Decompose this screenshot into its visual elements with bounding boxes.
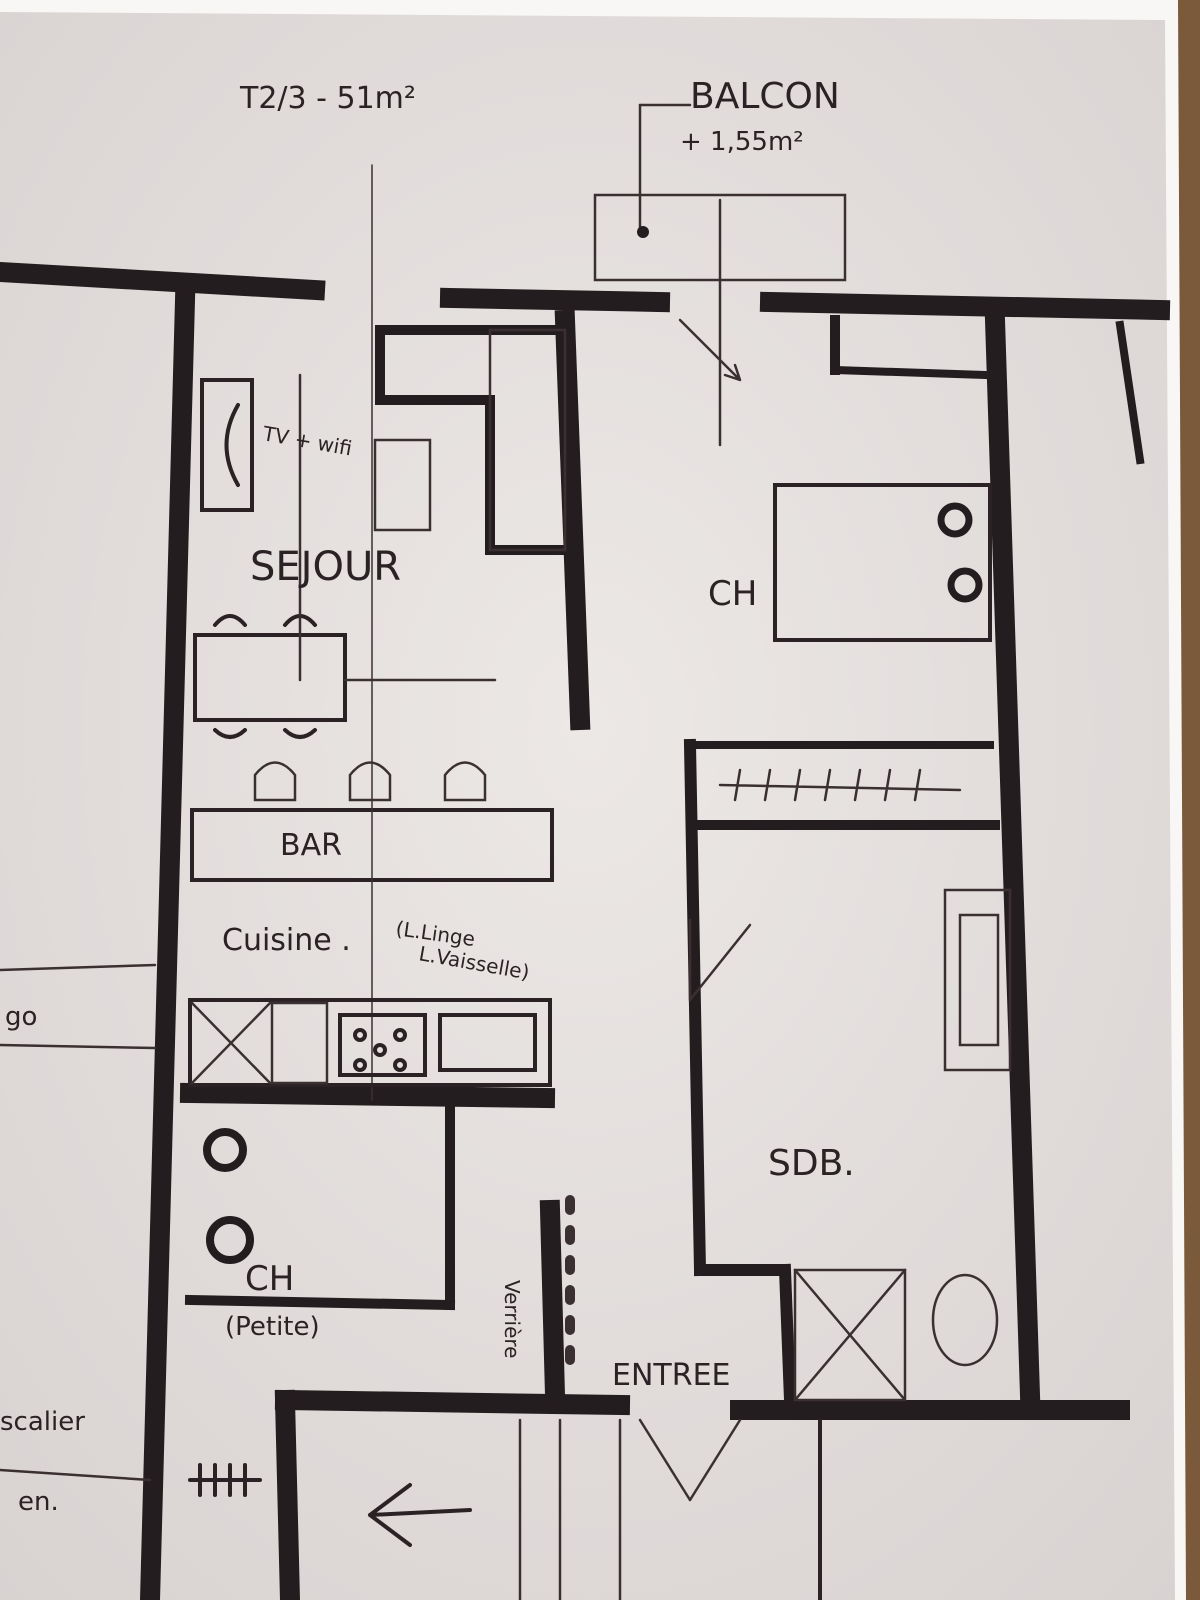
plan-title: T2/3 - 51m² <box>239 81 416 116</box>
kitchen-label: Cuisine . <box>222 923 351 958</box>
bathroom-door <box>688 918 752 1002</box>
tv-icon <box>224 403 240 487</box>
arrow-icon <box>368 1483 472 1547</box>
walls <box>0 261 1171 1600</box>
table-edge <box>1178 0 1200 1600</box>
small-bedroom-label: CH <box>245 1259 294 1299</box>
coffee-table <box>373 438 432 532</box>
kitchen-counter <box>188 998 552 1087</box>
dishwasher <box>270 1001 329 1085</box>
bedroom-label: CH <box>708 574 757 614</box>
bathtub <box>943 888 1012 1072</box>
shower <box>793 1268 907 1402</box>
entrance-label: ENTREE <box>612 1358 730 1393</box>
bar-label: BAR <box>280 828 342 863</box>
glass-wall-label: Verrière <box>500 1280 524 1358</box>
small-bed-pillow <box>203 1128 247 1172</box>
balcony-label: BALCON <box>690 76 840 117</box>
left-note: go <box>5 1002 37 1032</box>
dining-table <box>193 633 347 722</box>
small-bedroom-note: (Petite) <box>225 1312 320 1342</box>
bathroom-label: SDB. <box>768 1143 855 1184</box>
balcony-door <box>678 318 742 382</box>
stairs-label: scalier <box>0 1407 85 1437</box>
double-bed <box>773 483 992 642</box>
tv-unit <box>200 378 254 512</box>
toilet-icon <box>931 1273 999 1367</box>
stairs-icon <box>188 1463 262 1497</box>
stairs-label-2: en. <box>18 1487 59 1517</box>
paper-sheet <box>0 12 1175 1600</box>
washing-machine <box>190 1001 272 1085</box>
sofa <box>488 328 567 552</box>
entrance-door <box>638 1418 742 1502</box>
wardrobe <box>718 768 962 802</box>
living-room-label: SEJOUR <box>250 544 401 590</box>
hob-icon <box>338 1013 427 1077</box>
sink-icon <box>438 1013 537 1072</box>
balcony-area: + 1,55m² <box>680 127 804 157</box>
furniture <box>0 103 1012 1600</box>
